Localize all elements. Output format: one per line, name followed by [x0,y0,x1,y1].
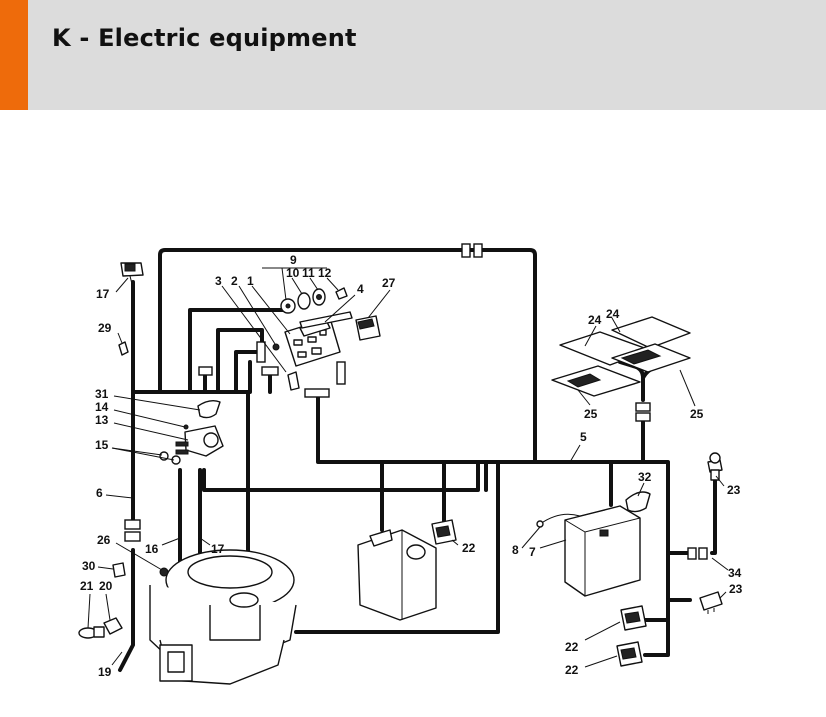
callout-7: 7 [529,545,536,559]
part-2 [272,343,280,351]
sensor-24 [707,452,723,481]
engine [149,549,297,685]
callout-24: 23 [727,483,741,497]
circuit-board [284,317,341,367]
callout-16: 16 [145,542,159,556]
leader-lines [87,267,729,668]
switch-18 [120,262,144,285]
callout-2: 2 [231,274,238,288]
callout-27: 26 [97,533,111,547]
callout-14: 14 [95,400,109,414]
callout-1: 1 [247,274,254,288]
connectors [124,243,708,560]
callout-19: 19 [98,665,112,679]
fuel-tank [357,529,437,621]
callout-21: 21 [80,579,94,593]
callout-30: 29 [98,321,112,335]
callout-22-lower: 22 [565,663,579,677]
callout-15: 15 [95,438,109,452]
parts-9-12 [280,287,348,314]
callout-22-upper: 22 [565,640,579,654]
switch-22-upper [620,605,647,631]
callout-34: 34 [728,566,742,580]
callout-12: 12 [318,266,332,280]
seat-sensor-pads [551,316,691,397]
switch-22-lower [616,641,643,667]
accent-strip [0,0,28,110]
callout-11: 11 [302,266,315,280]
label-strip-4 [299,311,353,329]
callout-9: 9 [290,253,297,267]
callout-18: 17 [96,287,110,301]
callout-32: 31 [95,387,109,401]
callout-labels: 17 29 31 14 13 15 6 26 16 17 30 21 20 19… [80,253,743,679]
callout-10: 10 [286,266,300,280]
callout-5: 5 [580,430,587,444]
switch-22-center [431,519,457,545]
callout-17: 17 [211,542,225,556]
part-3 [287,371,300,391]
callout-4: 4 [357,282,364,296]
part-23 [699,591,723,614]
part-31 [112,562,126,578]
callout-22-center: 22 [462,541,476,555]
callout-26a: 25 [584,407,598,421]
callout-31: 30 [82,559,96,573]
callout-29: 27 [382,276,396,290]
callout-33: 32 [638,470,652,484]
battery [536,505,641,597]
clip-30 [118,341,129,356]
relay-29 [355,315,381,341]
callout-25a: 24 [588,313,602,327]
callout-25b: 24 [606,307,620,321]
callout-6: 6 [96,486,103,500]
header-bar: K - Electric equipment [0,0,826,110]
battery-cap-33 [625,491,651,513]
parts-20-21 [78,617,123,639]
callout-20: 20 [99,579,113,593]
callout-8: 8 [512,543,519,557]
callout-13: 13 [95,413,109,427]
callout-23: 23 [729,582,743,596]
callout-3: 3 [215,274,222,288]
ignition-switch [159,399,224,465]
callout-26b: 25 [690,407,704,421]
page-title: K - Electric equipment [52,24,357,52]
